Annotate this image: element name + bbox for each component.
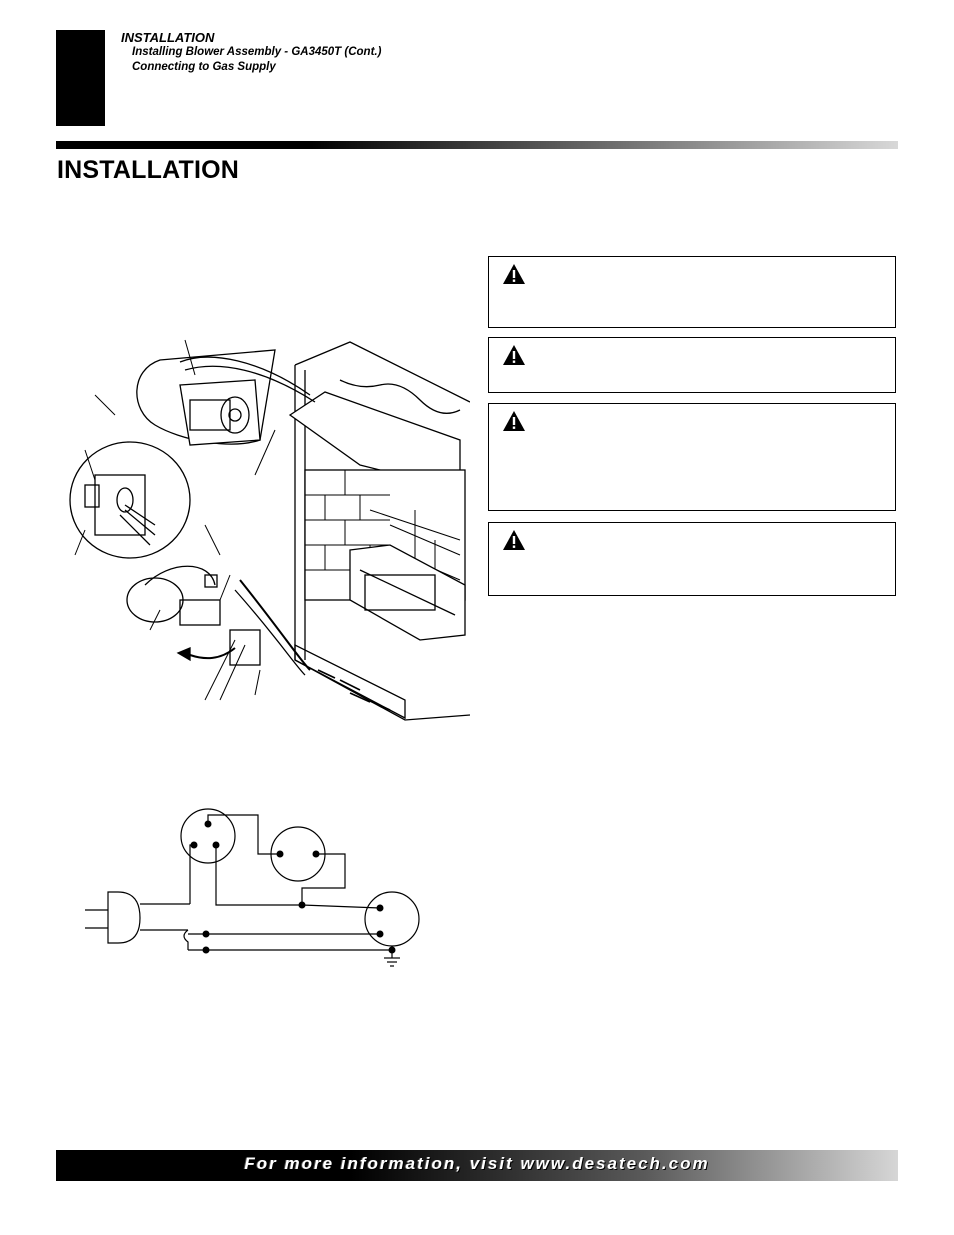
warning-triangle-icon <box>503 530 525 550</box>
footer-text: For more information, visit www.desatech… <box>244 1154 710 1173</box>
warning-box-4 <box>488 522 896 596</box>
warning-triangle-icon <box>503 411 525 431</box>
blower-installation-illustration <box>69 339 470 721</box>
footer-banner: For more information, visit www.desatech… <box>56 1150 898 1181</box>
header-subsection-1: Installing Blower Assembly - GA3450T (Co… <box>132 46 382 58</box>
running-header: INSTALLATION Installing Blower Assembly … <box>121 30 381 75</box>
warning-triangle-icon <box>503 345 525 365</box>
warning-box-1 <box>488 256 896 328</box>
header-subsection-2: Connecting to Gas Supply <box>132 61 276 73</box>
page-title: INSTALLATION <box>57 156 240 184</box>
warning-box-2 <box>488 337 896 393</box>
wiring-diagram <box>85 808 420 967</box>
header-section: INSTALLATION <box>121 30 215 45</box>
header-rule <box>56 141 898 149</box>
section-tab <box>56 30 105 126</box>
warning-box-3 <box>488 403 896 511</box>
warning-triangle-icon <box>503 264 525 284</box>
